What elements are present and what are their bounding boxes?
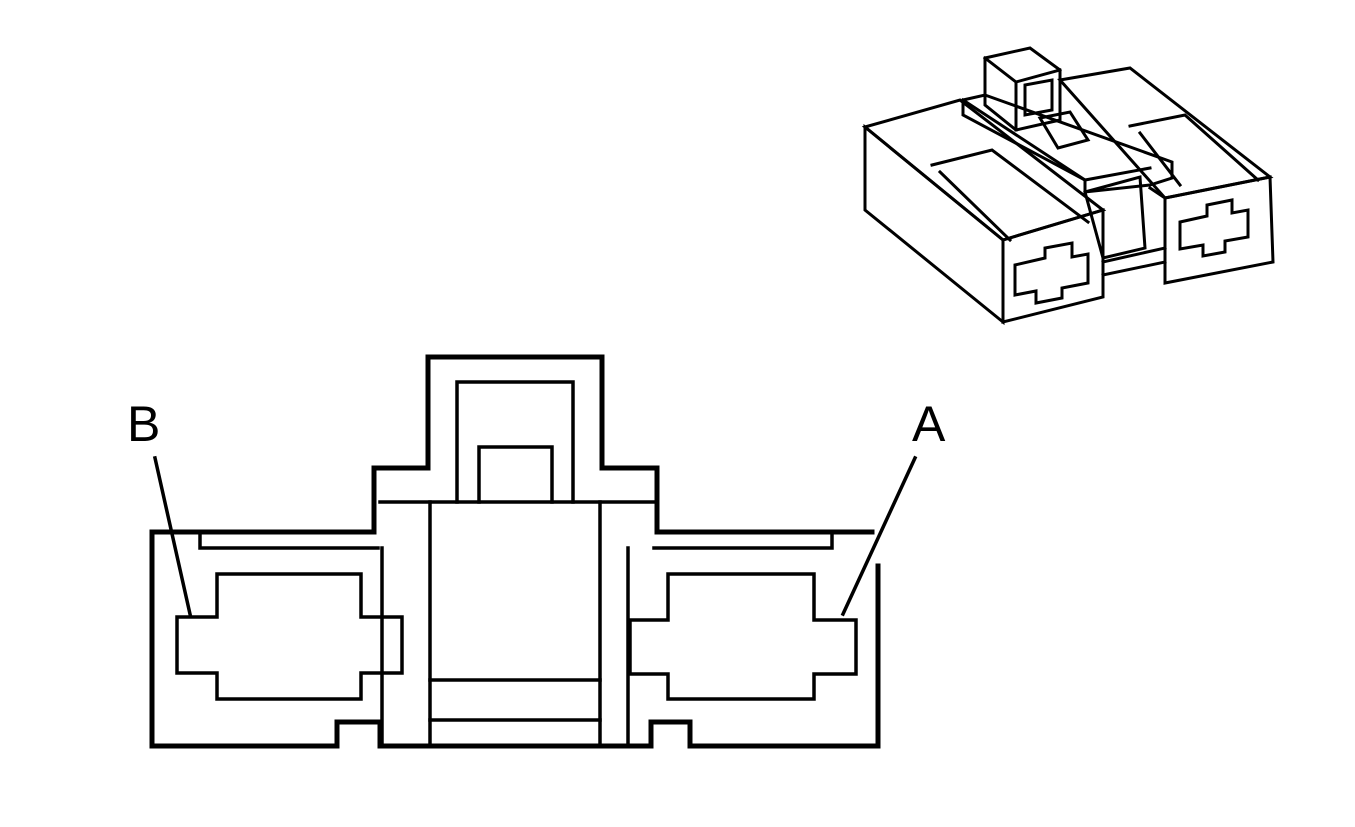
terminal-cavity-b <box>175 572 404 701</box>
right-housing <box>1057 66 1275 285</box>
center-latch <box>960 46 1174 277</box>
connector-body-outline <box>149 529 881 749</box>
pin-a-label: A <box>912 396 946 452</box>
connector-top-outline <box>149 354 875 535</box>
pin-a-leader-line <box>840 455 918 617</box>
pin-b-leader-line <box>152 455 193 617</box>
pin-b-label: B <box>127 396 160 452</box>
connector-face-view: B A <box>127 354 946 749</box>
left-housing <box>861 98 1107 326</box>
center-latch-column <box>378 380 657 748</box>
connector-isometric-view <box>861 46 1275 326</box>
terminal-cavity-a <box>628 572 858 701</box>
